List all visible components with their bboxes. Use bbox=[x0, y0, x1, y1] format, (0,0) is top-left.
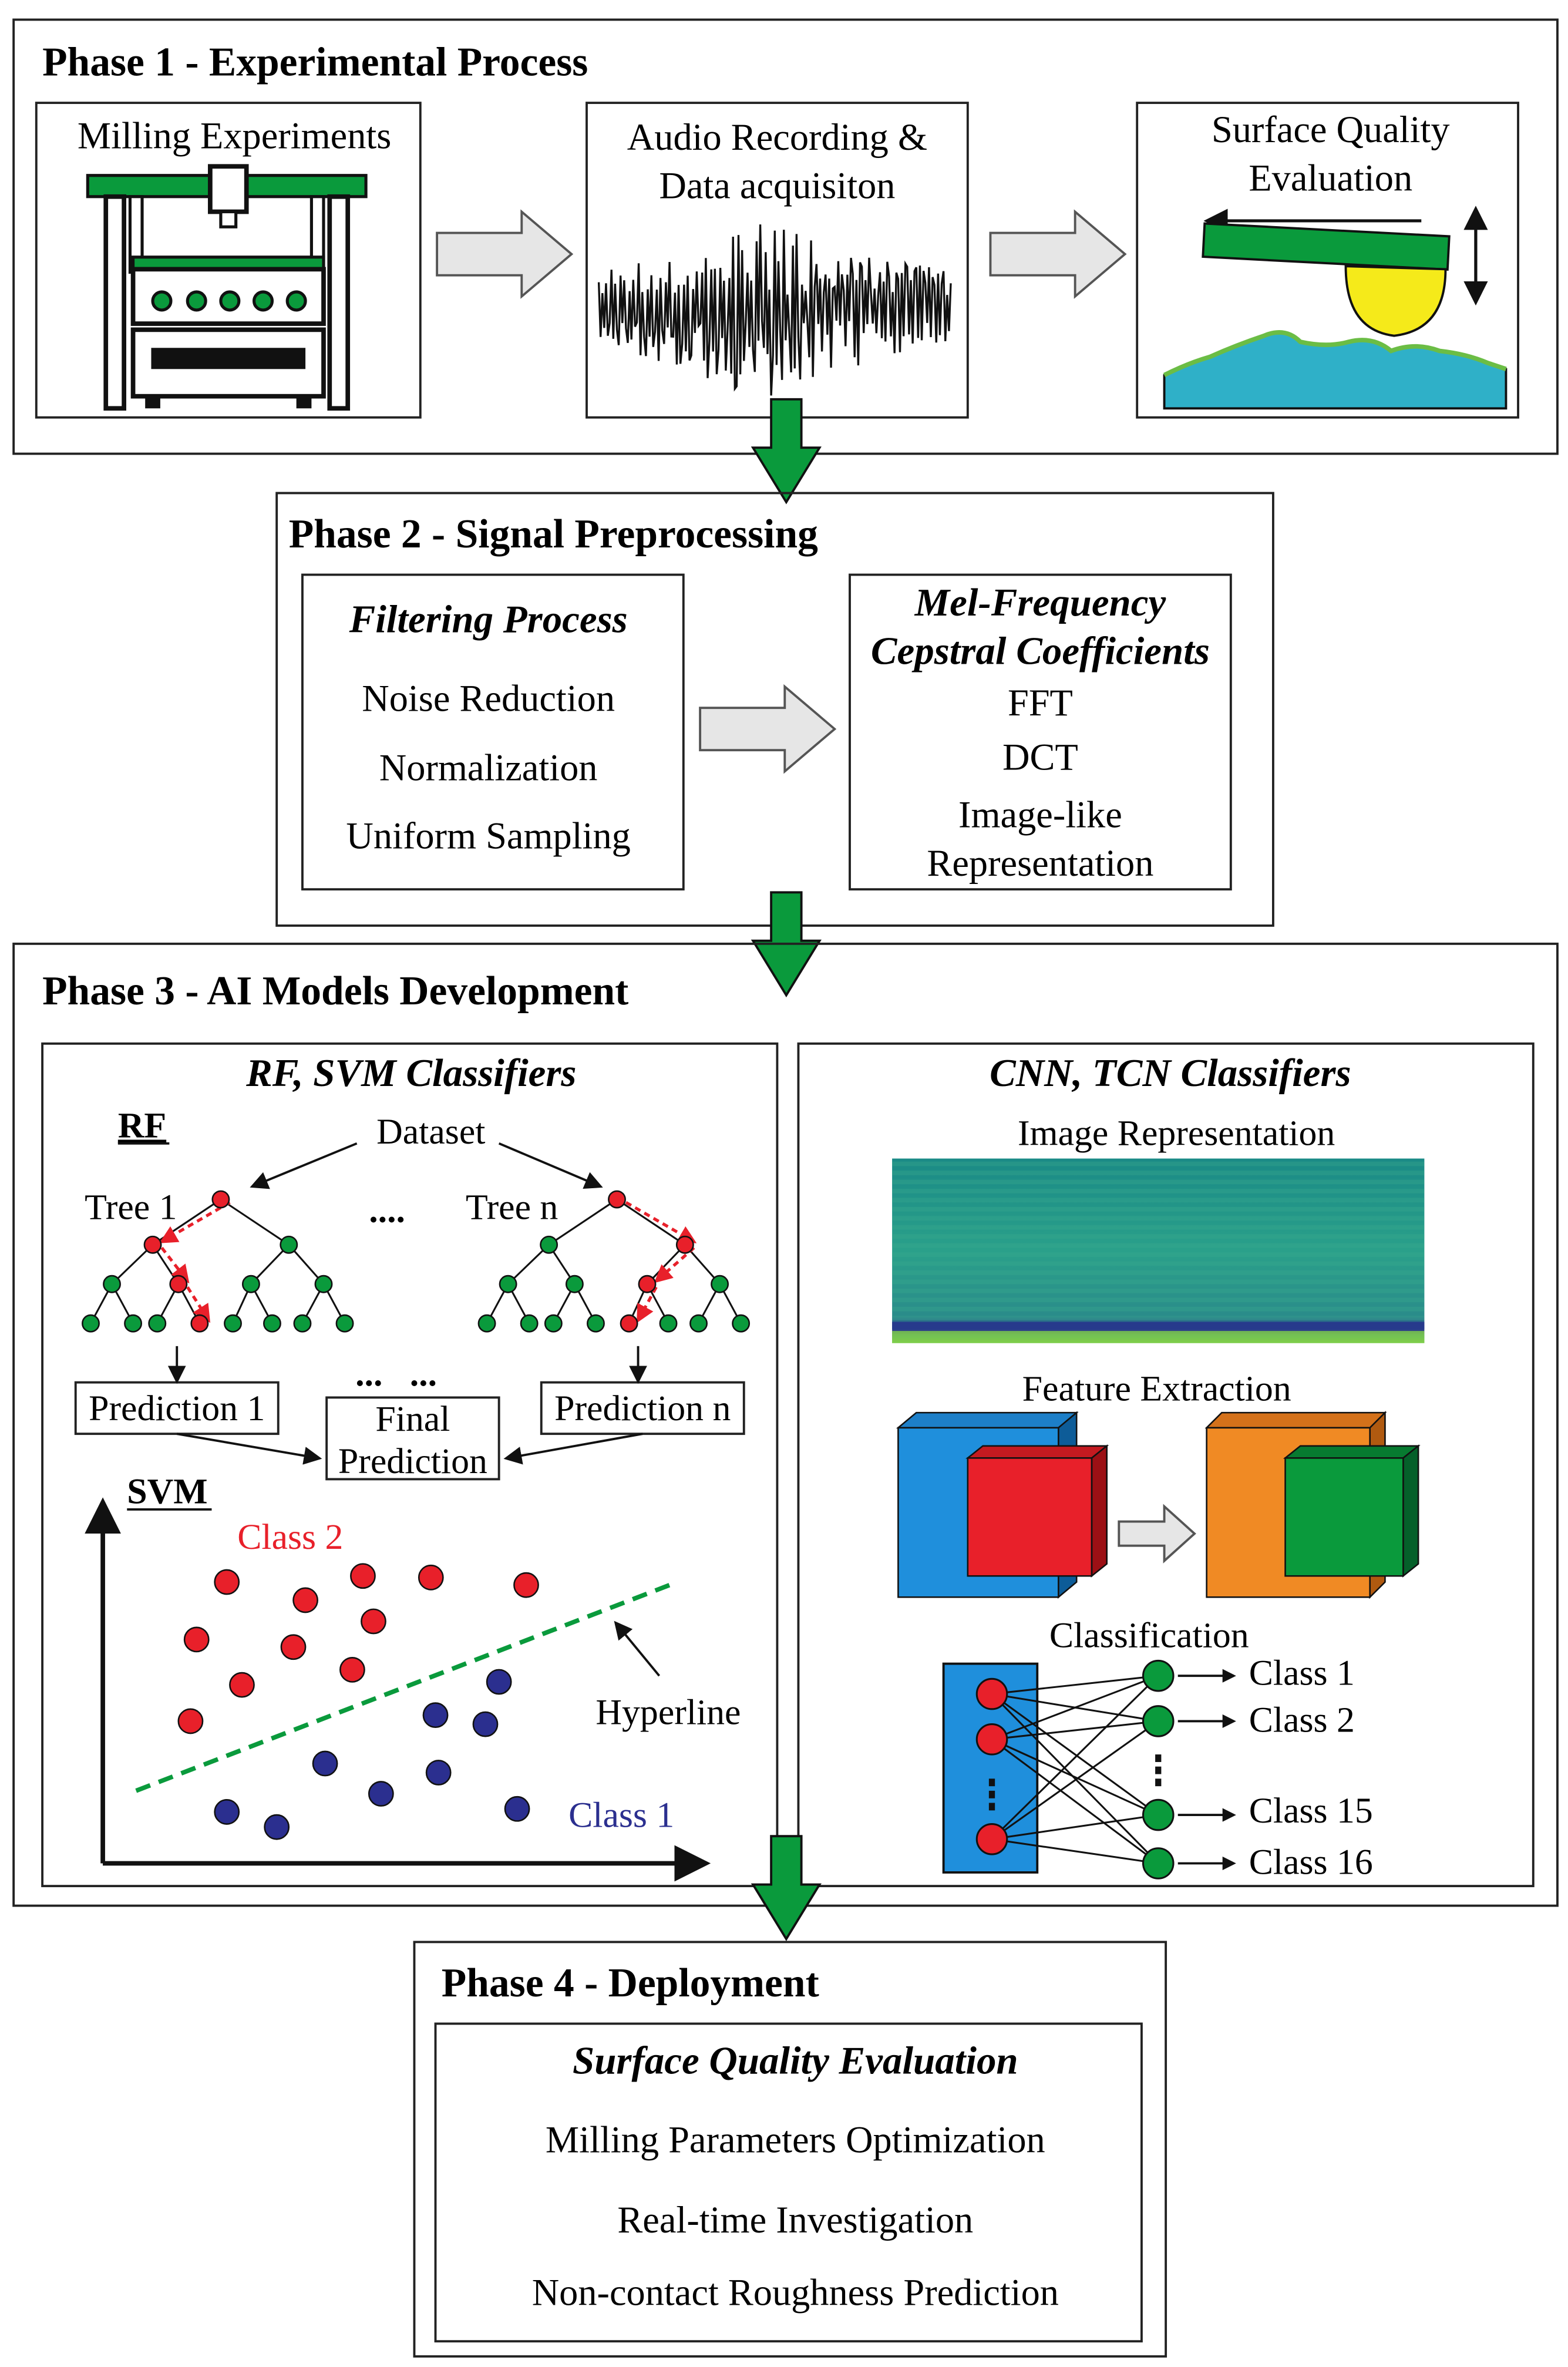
deployment-box bbox=[434, 2022, 1143, 2343]
audio-label-1: Audio Recording & bbox=[627, 116, 927, 158]
feature-extraction-label: Feature Extraction bbox=[1022, 1369, 1291, 1409]
cnn-tcn-heading: CNN, TCN Classifiers bbox=[990, 1051, 1351, 1095]
neural-network-icon bbox=[942, 1659, 1236, 1880]
feature-maps-icon bbox=[896, 1411, 1421, 1599]
decision-trees bbox=[82, 1190, 751, 1333]
deployment-item: Real-time Investigation bbox=[617, 2199, 973, 2241]
mfcc-heading-2: Cepstral Coefficients bbox=[871, 629, 1210, 673]
phase2-title: Phase 2 - Signal Preprocessing bbox=[289, 512, 818, 557]
phase1-panel: Phase 1 - Experimental Process Milling E… bbox=[12, 18, 1559, 455]
class-output-label: Class 16 bbox=[1249, 1843, 1373, 1882]
rf-svm-heading: RF, SVM Classifiers bbox=[245, 1051, 576, 1095]
mfcc-item: Representation bbox=[927, 842, 1153, 884]
image-rep-label: Image Representation bbox=[1018, 1113, 1335, 1153]
green-down-arrow-icon bbox=[751, 398, 822, 505]
dataset-label: Dataset bbox=[376, 1112, 485, 1152]
prediction-dots: ... ... bbox=[355, 1354, 437, 1394]
gray-arrow-icon bbox=[699, 684, 837, 774]
audio-waveform-icon bbox=[597, 224, 952, 396]
svm-label: SVM bbox=[127, 1472, 207, 1512]
deployment-item: Non-contact Roughness Prediction bbox=[532, 2271, 1059, 2313]
class-output-label: Class 15 bbox=[1249, 1791, 1373, 1831]
milling-label: Milling Experiments bbox=[78, 115, 391, 156]
svm-points bbox=[177, 1563, 539, 1840]
deployment-item: Milling Parameters Optimization bbox=[546, 2119, 1045, 2160]
rf-svm-box bbox=[41, 1042, 779, 1888]
rf-label: RF bbox=[118, 1105, 166, 1145]
mfcc-heading-1: Mel-Frequency bbox=[914, 581, 1166, 624]
filtering-item: Noise Reduction bbox=[362, 677, 615, 719]
phase3-panel: Phase 3 - AI Models Development RF, SVM … bbox=[12, 942, 1559, 1907]
filtering-heading: Filtering Process bbox=[349, 597, 628, 641]
spectrogram-image bbox=[892, 1158, 1425, 1343]
phase4-panel: Phase 4 - Deployment Surface Quality Eva… bbox=[413, 1941, 1167, 2358]
surface-label-2: Evaluation bbox=[1249, 157, 1412, 199]
class-output-label: Class 2 bbox=[1249, 1700, 1355, 1740]
treen-label: Tree n bbox=[466, 1188, 558, 1228]
phase4-title: Phase 4 - Deployment bbox=[442, 1961, 819, 2006]
surface-box bbox=[1136, 102, 1519, 419]
class-output-label: Class 1 bbox=[1249, 1653, 1355, 1693]
deployment-heading: Surface Quality Evaluation bbox=[573, 2039, 1018, 2082]
phase2-panel: Phase 2 - Signal Preprocessing Filtering… bbox=[275, 492, 1274, 927]
filtering-item: Normalization bbox=[379, 747, 598, 789]
tree1-label: Tree 1 bbox=[85, 1188, 177, 1228]
filtering-item: Uniform Sampling bbox=[346, 815, 630, 857]
green-down-arrow-icon bbox=[751, 1835, 822, 1941]
final-prediction-label-2: Prediction bbox=[338, 1441, 487, 1481]
class1-label: Class 1 bbox=[568, 1796, 674, 1835]
cnn-tcn-box bbox=[797, 1042, 1535, 1888]
trees-dots: .... bbox=[369, 1191, 405, 1230]
cnc-machine-icon bbox=[86, 164, 368, 411]
mfcc-item: DCT bbox=[1002, 737, 1078, 778]
classification-label: Classification bbox=[1049, 1615, 1249, 1655]
prediction-n-label: Prediction n bbox=[554, 1388, 731, 1428]
gray-arrow-icon bbox=[989, 209, 1127, 299]
surface-label-1: Surface Quality bbox=[1212, 109, 1450, 150]
mfcc-box bbox=[849, 573, 1232, 891]
milling-box bbox=[35, 102, 422, 419]
filtering-box bbox=[301, 573, 685, 891]
phase3-title: Phase 3 - AI Models Development bbox=[42, 969, 628, 1014]
profilometer-icon bbox=[1163, 206, 1508, 410]
hyperline bbox=[135, 1579, 678, 1793]
phase1-title: Phase 1 - Experimental Process bbox=[42, 40, 588, 85]
final-prediction-box bbox=[325, 1396, 500, 1481]
mfcc-item: Image-like bbox=[958, 794, 1122, 836]
hyperline-label: Hyperline bbox=[595, 1693, 741, 1733]
gray-arrow-icon bbox=[436, 209, 574, 299]
audio-label-2: Data acquisiton bbox=[659, 164, 895, 206]
prediction-1-label: Prediction 1 bbox=[89, 1388, 265, 1428]
mfcc-item: FFT bbox=[1008, 682, 1073, 724]
class2-label: Class 2 bbox=[237, 1517, 343, 1557]
final-prediction-label-1: Final bbox=[375, 1399, 450, 1439]
